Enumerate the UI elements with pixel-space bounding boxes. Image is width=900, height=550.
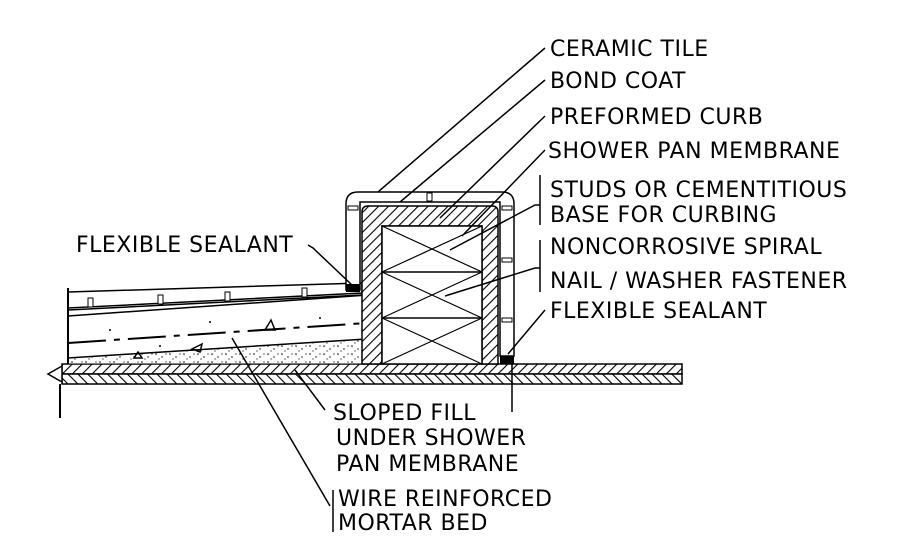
label-mortar-line1: WIRE REINFORCED xyxy=(338,487,552,512)
mortar-bed xyxy=(67,293,383,359)
sealant-right xyxy=(500,356,514,364)
label-studs-line2: BASE FOR CURBING xyxy=(550,203,777,228)
label-bond-coat: BOND COAT xyxy=(550,69,686,94)
sealant-left xyxy=(346,284,360,292)
shower-pan-membrane xyxy=(361,205,499,365)
label-flexible-sealant-left: FLEXIBLE SEALANT xyxy=(76,233,293,258)
label-sloped-fill-line2: UNDER SHOWER xyxy=(336,426,526,451)
label-nail-line2: NAIL / WASHER FASTENER xyxy=(550,269,848,294)
label-ceramic-tile: CERAMIC TILE xyxy=(550,37,709,62)
leader-lines xyxy=(231,47,546,532)
label-sloped-fill-line1: SLOPED FILL xyxy=(333,401,476,426)
label-preformed-curb: PREFORMED CURB xyxy=(550,105,763,130)
label-flexible-sealant-right: FLEXIBLE SEALANT xyxy=(550,299,767,324)
label-shower-pan-membrane: SHOWER PAN MEMBRANE xyxy=(548,139,840,164)
label-studs-line1: STUDS OR CEMENTITIOUS xyxy=(550,178,847,203)
label-sloped-fill-line3: PAN MEMBRANE xyxy=(336,452,519,477)
curb-studs xyxy=(381,225,483,365)
label-mortar-line2: MORTAR BED xyxy=(338,511,488,536)
label-nail-line1: NONCORROSIVE SPIRAL xyxy=(550,235,822,260)
